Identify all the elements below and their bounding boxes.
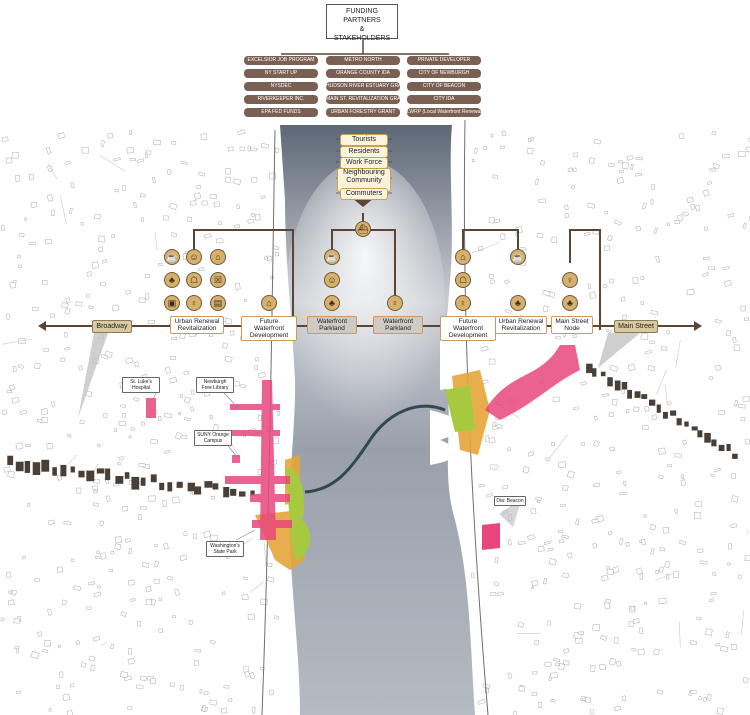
- family-icon: ☺: [186, 249, 202, 265]
- callout-leaders: [149, 389, 256, 541]
- node-connectors: [193, 213, 601, 330]
- callout-st-lukes: St. Luke's Hospital: [122, 377, 160, 393]
- family-icon: ☺: [324, 272, 340, 288]
- funding-item: CITY OF NEWBURGH: [407, 69, 481, 78]
- main-street-wedge: [598, 333, 640, 368]
- arrow-left-icon: [38, 321, 46, 331]
- funding-item: EPA FED FUNDS: [244, 108, 318, 117]
- city-blocks: [0, 129, 750, 715]
- housing-icon: ☖: [455, 272, 471, 288]
- callout-suny-orange: SUNY Orange Campus: [194, 430, 232, 446]
- callout-washington-state-park: Washington's State Park: [206, 541, 244, 557]
- title-line-1: FUNDING PARTNERS: [343, 8, 381, 24]
- station-icon: ▤: [210, 295, 226, 311]
- tree-icon: ♣: [510, 295, 526, 311]
- node-urban-renewal-right[interactable]: Urban Renewal Revitalization: [495, 316, 547, 334]
- title-line-3: STAKEHOLDERS: [333, 35, 391, 42]
- title-line-2: &: [359, 26, 365, 33]
- page-title: FUNDING PARTNERS & STAKEHOLDERS: [326, 4, 398, 42]
- node-waterfront-parkland-right[interactable]: Waterfront Parkland: [373, 316, 423, 334]
- pink-zone-left: [146, 380, 292, 540]
- river-glow: [285, 160, 445, 440]
- tree-icon: ♣: [164, 272, 180, 288]
- funding-item: EXCELSIOR JOB PROGRAM: [244, 56, 318, 65]
- funding-item: HUDSON RIVER ESTUARY GRANT: [326, 82, 400, 91]
- market-icon: ⌂: [210, 249, 226, 265]
- funding-item: ORANGE COUNTY IDA: [326, 69, 400, 78]
- tree-icon: ♣: [562, 295, 578, 311]
- person-icon: ♀: [186, 295, 202, 311]
- green-parkland-right: [445, 385, 475, 432]
- person-icon: ♀: [562, 272, 578, 288]
- node-urban-renewal-left[interactable]: Urban Renewal Revitalization: [170, 316, 224, 334]
- callout-newburgh-library: Newburgh Free Library: [196, 377, 234, 393]
- street-label-main-street: Main Street: [614, 320, 658, 333]
- dining-icon: ☕: [164, 249, 180, 265]
- funding-item: NYSDEC: [244, 82, 318, 91]
- dining-icon: ☕: [510, 249, 526, 265]
- person-icon: ♀: [387, 295, 403, 311]
- ferry-route: [304, 404, 446, 494]
- dining-icon: ☕: [324, 249, 340, 265]
- house-icon: ⌂: [261, 295, 277, 311]
- pink-zone-right: [485, 345, 580, 420]
- retail-icon: ☒: [210, 272, 226, 288]
- funding-item: METRO NORTH: [326, 56, 400, 65]
- street-label-broadway: Broadway: [92, 320, 132, 333]
- funding-item: RIVERKEEPER INC.: [244, 95, 318, 104]
- funding-item: MAIN ST. REVITALIZATION GRANT: [326, 95, 400, 104]
- car-icon: ▣: [164, 295, 180, 311]
- node-future-waterfront-right[interactable]: Future Waterfront Development: [440, 316, 496, 341]
- arrow-down-icon: [352, 198, 374, 207]
- main-street-buildings: [586, 363, 738, 459]
- arrow-right-icon: [694, 321, 702, 331]
- funding-item: NY START UP: [244, 69, 318, 78]
- funding-item: CITY IDA: [407, 95, 481, 104]
- ferry-icon: ⛴: [355, 221, 371, 237]
- funding-item: URBAN FORESTRY GRANT: [326, 108, 400, 117]
- stakeholder-tourists: Tourists: [340, 134, 388, 146]
- node-future-waterfront-left[interactable]: Future Waterfront Development: [241, 316, 297, 341]
- stakeholder-residents: Residents: [340, 146, 388, 158]
- funding-item: CITY OF BEACON: [407, 82, 481, 91]
- person-icon: ♀: [455, 295, 471, 311]
- node-waterfront-parkland-left[interactable]: Waterfront Parkland: [307, 316, 357, 334]
- green-parkland-left: [285, 468, 311, 560]
- callout-dia-beacon: Dia: Beacon: [494, 496, 526, 506]
- broadway-wedge: [78, 333, 108, 418]
- broadway-buildings: [7, 455, 255, 498]
- funding-item: LWRP (Local Waterfront Renewal Program): [407, 108, 481, 117]
- housing-icon: ☖: [186, 272, 202, 288]
- stakeholder-commuters: Commuters: [340, 188, 388, 200]
- dia-building: [482, 523, 500, 550]
- node-main-street[interactable]: Main Street Node: [551, 316, 593, 334]
- tree-icon: ♣: [324, 295, 340, 311]
- funding-item: PRIVATE DEVELOPER: [407, 56, 481, 65]
- house-icon: ⌂: [455, 249, 471, 265]
